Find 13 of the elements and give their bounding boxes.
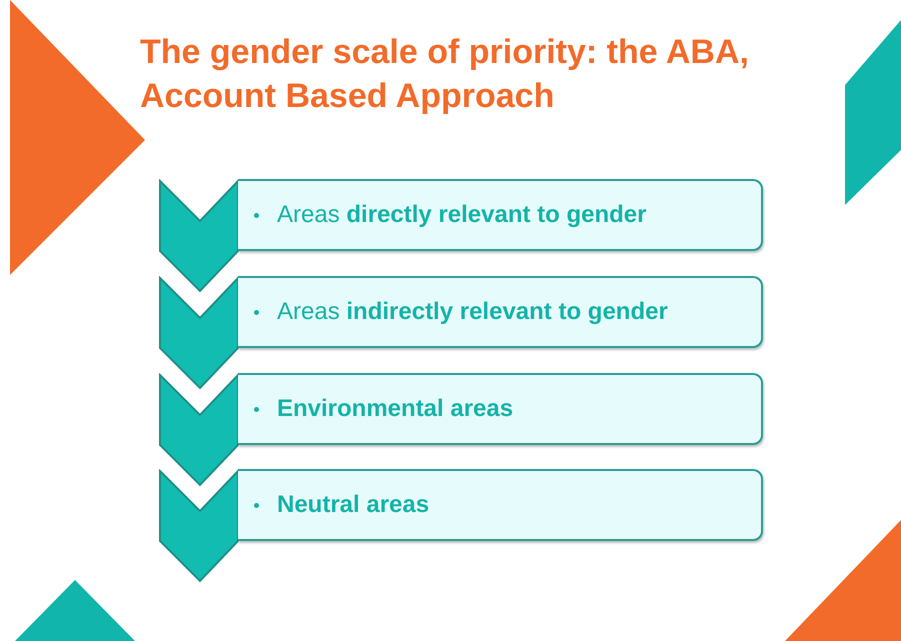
- chevron-marker: [159, 469, 239, 582]
- chevron-marker: [159, 373, 239, 486]
- list-item-text: Areas directly relevant to gender: [277, 201, 646, 229]
- chevron-marker: [159, 276, 239, 390]
- title: The gender scale of priority: the ABA, Account Based Approach: [140, 32, 750, 117]
- list-item-box: [238, 373, 763, 445]
- list-item-text: Neutral areas: [277, 491, 430, 519]
- chevron-marker: [159, 179, 239, 292]
- list-item-box: [238, 276, 763, 348]
- list-item-box: [238, 179, 763, 251]
- list-item-text: Environmental areas: [277, 395, 514, 423]
- list-item-text: Areas indirectly relevant to gender: [277, 298, 668, 326]
- list-item-box: [238, 469, 763, 541]
